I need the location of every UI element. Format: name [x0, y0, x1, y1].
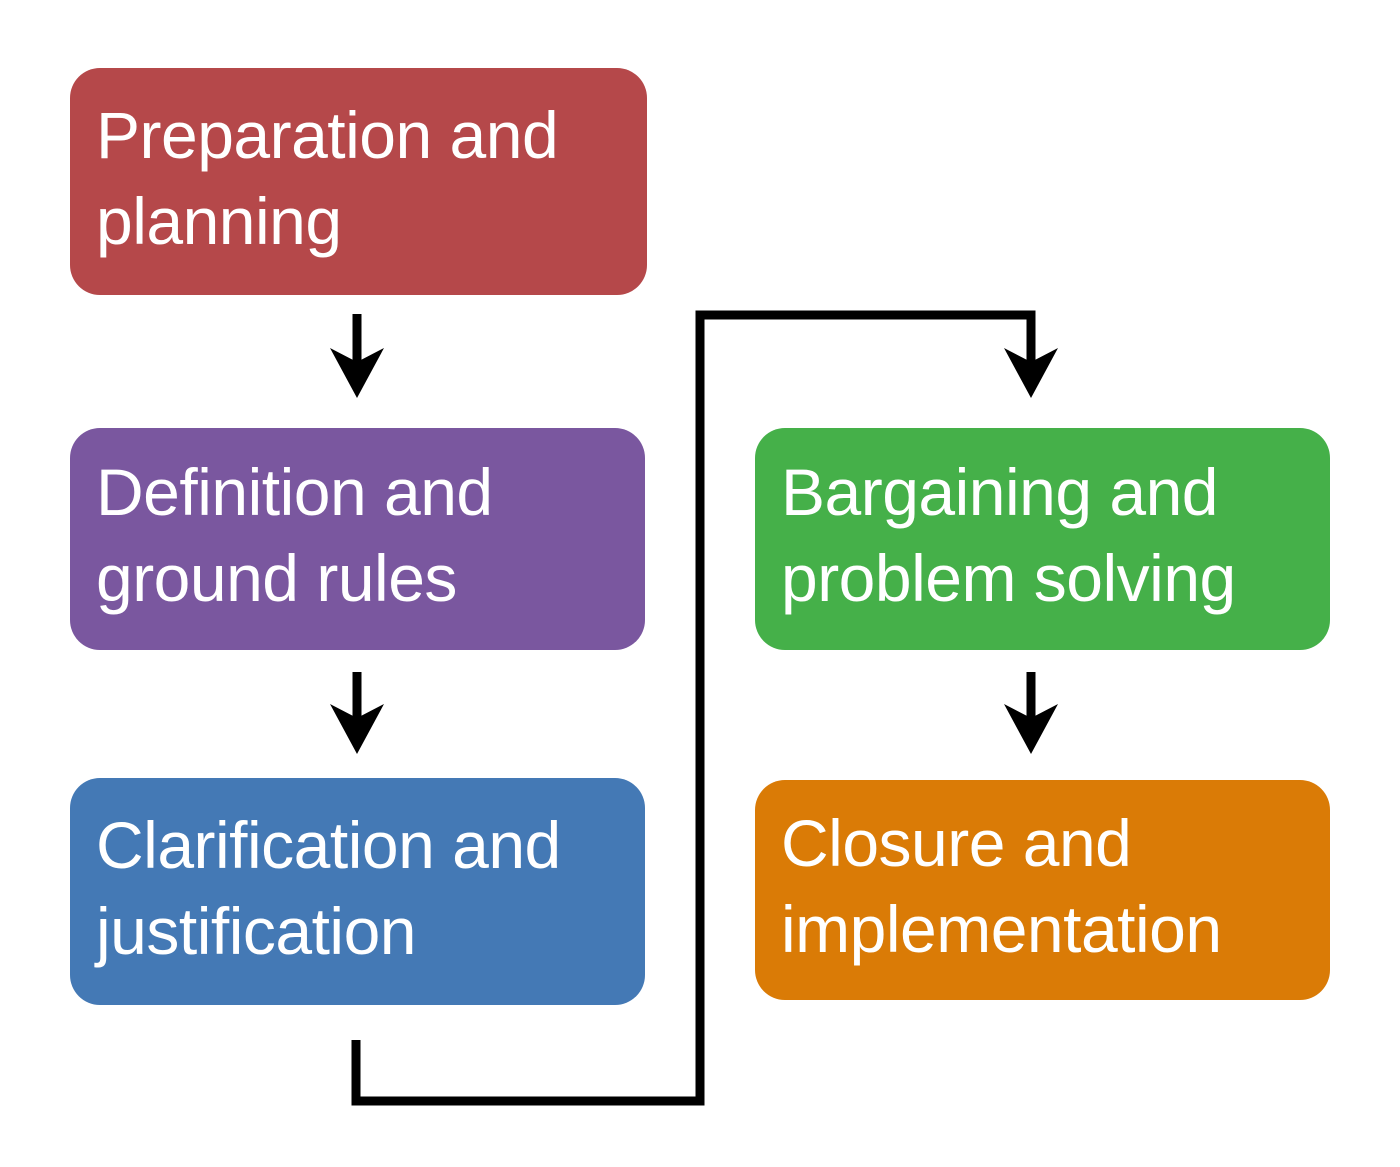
node-label-closure: Closure and implementation [781, 806, 1222, 966]
arrow-bargaining-to-closure [1004, 672, 1058, 754]
node-preparation-and-planning[interactable]: Preparation and planning [70, 68, 647, 295]
node-label-clarification: Clarification and justification [96, 807, 561, 968]
node-label-bargaining: Bargaining and problem solving [781, 455, 1236, 615]
node-bargaining-and-problem-solving[interactable]: Bargaining and problem solving [755, 428, 1330, 650]
arrow-preparation-to-definition [330, 314, 384, 398]
node-definition-and-ground-rules[interactable]: Definition and ground rules [70, 428, 645, 650]
node-label-definition: Definition and ground rules [96, 455, 493, 615]
node-label-preparation: Preparation and planning [96, 97, 559, 258]
node-closure-and-implementation[interactable]: Closure and implementation [755, 780, 1330, 1000]
arrow-definition-to-clarification [330, 672, 384, 754]
node-clarification-and-justification[interactable]: Clarification and justification [70, 778, 645, 1005]
